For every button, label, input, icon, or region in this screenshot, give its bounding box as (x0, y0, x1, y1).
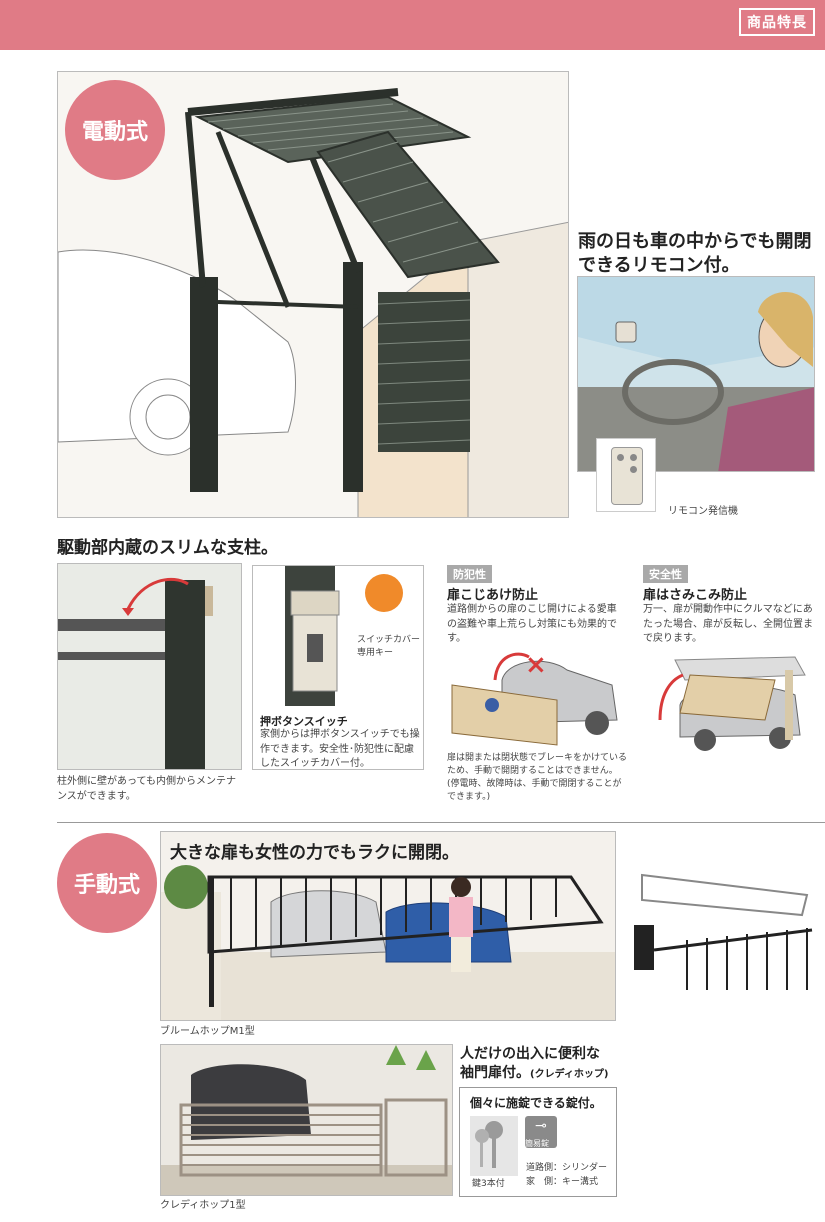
pillar-heading: 駆動部内蔵のスリムな支柱。 (57, 538, 278, 558)
simple-lock-icon: ⊸ (525, 1116, 557, 1148)
lock-badge: 簡易錠 (525, 1139, 549, 1148)
side-gate-heading: 人だけの出入に便利な 袖門扉付。(クレディホップ) (460, 1045, 608, 1083)
switch-text: 家側からは押ボタンスイッチでも操作できます。安全性･防犯性に配慮したスイッチカバ… (260, 729, 420, 769)
section-divider (57, 822, 825, 823)
electric-type-badge: 電動式 (65, 80, 165, 180)
crime-tag: 防犯性 (447, 565, 492, 583)
side-gate-heading-main: 袖門扉付。 (460, 1064, 530, 1081)
safety-tag: 安全性 (643, 565, 688, 583)
safety-text: 万一、扉が開動作中にクルマなどにあたった場合、扉が反転し、全開位置まで戻ります。 (643, 604, 813, 644)
keys-photo (470, 1116, 518, 1176)
safety-illustration (658, 656, 806, 751)
key-caption: スイッチカバー専用キー (357, 635, 421, 659)
manual-gate-photo (160, 831, 616, 1021)
lock-house: 家 側：キー溝式 (526, 1177, 599, 1187)
keys-icon (475, 1121, 503, 1168)
remote-body (611, 447, 643, 505)
bloom-hop-drawing (161, 865, 615, 1020)
crime-title: 扉こじあけ防止 (447, 588, 539, 603)
switch-drawing (285, 566, 340, 706)
electric-gate-illustration (57, 71, 569, 518)
switch-title: 押ボタンスイッチ (260, 715, 348, 728)
manual-type-badge: 手動式 (57, 833, 157, 933)
remote-heading: 雨の日も車の中からでも開閉できるリモコン付。 (578, 231, 812, 277)
remote-transmitter (596, 438, 656, 512)
keys-caption: 鍵3本付 (472, 1179, 505, 1189)
pillar-caption: 柱外側に壁があっても内側からメンテナンスができます。 (57, 776, 236, 802)
lock-panel: 個々に施錠できる錠付。 鍵3本付 ⊸ 簡易錠 道路側：シリンダー 家 側：キー溝… (459, 1087, 617, 1197)
credi-hop-drawing (161, 1045, 452, 1195)
header-bar: 商品特長 (0, 0, 825, 50)
safety-title: 扉はさみこみ防止 (643, 588, 748, 603)
pillar-drawing (58, 577, 213, 769)
pillar-photo (57, 563, 242, 770)
credi-hop-photo (160, 1044, 453, 1196)
remote-open-button (617, 454, 624, 461)
remote-caption: リモコン発信機 (668, 506, 738, 517)
crime-illustration: × (451, 650, 618, 746)
crime-text: 道路側からの扉のこじ開けによる愛車の盗難や車上荒らし対策にも効果的です。 (447, 604, 617, 644)
product-features-badge: 商品特長 (739, 8, 815, 36)
lock-road: 道路側：シリンダー (526, 1163, 608, 1173)
remote-stop-button (630, 454, 637, 461)
remote-close-button (630, 466, 637, 473)
side-gate-heading-line1: 人だけの出入に便利な (460, 1046, 600, 1062)
svg-text:×: × (525, 650, 547, 680)
credi-hop-caption: クレディホップ1型 (160, 1200, 246, 1211)
side-gate-heading-suffix: (クレディホップ) (530, 1068, 609, 1080)
lock-title: 個々に施錠できる錠付。 (470, 1096, 602, 1110)
switch-photo-panel: スイッチカバー専用キー 押ボタンスイッチ 家側からは押ボタンスイッチでも操作でき… (252, 565, 424, 770)
orange-key-icon (365, 574, 403, 612)
crime-note: 扉は開または閉状態でブレーキをかけているため、手動で開閉することはできません。(… (447, 753, 628, 803)
electric-gate-drawing (58, 88, 568, 517)
bloom-hop-caption: ブルームホップM1型 (160, 1026, 255, 1037)
manual-gate-sketch (634, 873, 813, 990)
side-gate-heading-line2: 袖門扉付。(クレディホップ) (460, 1064, 608, 1083)
manual-heading: 大きな扉も女性の力でもラクに開閉。 (170, 843, 459, 863)
